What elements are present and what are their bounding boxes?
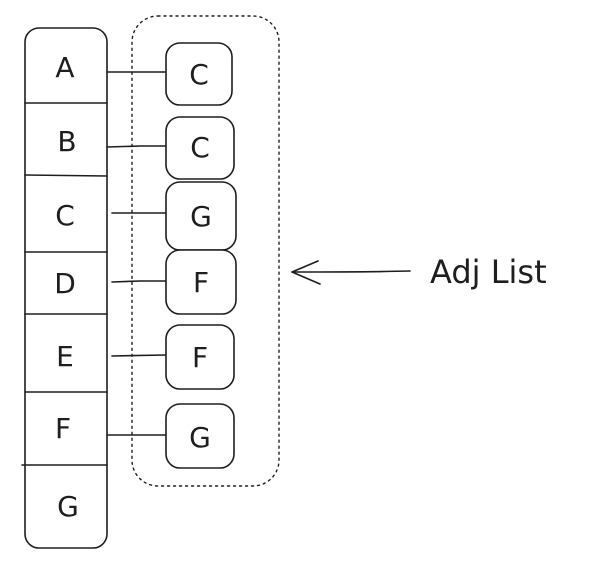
adjacency-node-label: G — [189, 421, 211, 454]
edge-connector — [111, 280, 167, 283]
adjacency-node: F — [165, 249, 237, 315]
left-arrow-icon — [291, 260, 411, 285]
edge-connector — [106, 145, 167, 148]
arrow-shaft — [291, 270, 411, 273]
adjacency-node-box — [165, 403, 235, 469]
adjacency-nodes: C C G F F G — [165, 42, 237, 469]
adjacency-node-label: G — [190, 200, 212, 233]
adjacency-container — [131, 15, 280, 487]
vertex-label: D — [54, 267, 76, 300]
adjacency-node: G — [165, 403, 235, 469]
adjacency-node-box — [165, 324, 235, 390]
edge-connectors — [106, 71, 167, 436]
vertex-column — [24, 27, 108, 549]
vertex-label: A — [55, 51, 74, 84]
adjacency-node-box — [165, 249, 237, 315]
vertex-label: G — [57, 490, 79, 523]
vertex-label: C — [55, 199, 75, 232]
adjacency-node-label: C — [189, 58, 209, 91]
vertex-dividers — [21, 102, 108, 466]
adjacency-node: F — [165, 324, 235, 390]
adjacency-node: C — [165, 116, 235, 180]
vertex-divider — [24, 174, 108, 177]
adjacency-node-box — [165, 116, 235, 180]
adjacency-node: G — [165, 181, 237, 251]
caption-label: Adj List — [430, 253, 547, 291]
adjacency-node-label: F — [192, 341, 208, 374]
adjacency-node-label: F — [193, 266, 209, 299]
adjacency-node-label: C — [190, 131, 210, 164]
edge-connector — [111, 354, 167, 357]
arrow-head — [291, 260, 321, 285]
adjacency-node: C — [165, 42, 233, 106]
vertex-label: F — [55, 412, 71, 445]
adjacency-node-box — [165, 42, 233, 106]
vertex-labels: A B C D E F G — [54, 51, 79, 523]
vertex-label: E — [56, 340, 74, 373]
vertex-label: B — [57, 125, 76, 158]
